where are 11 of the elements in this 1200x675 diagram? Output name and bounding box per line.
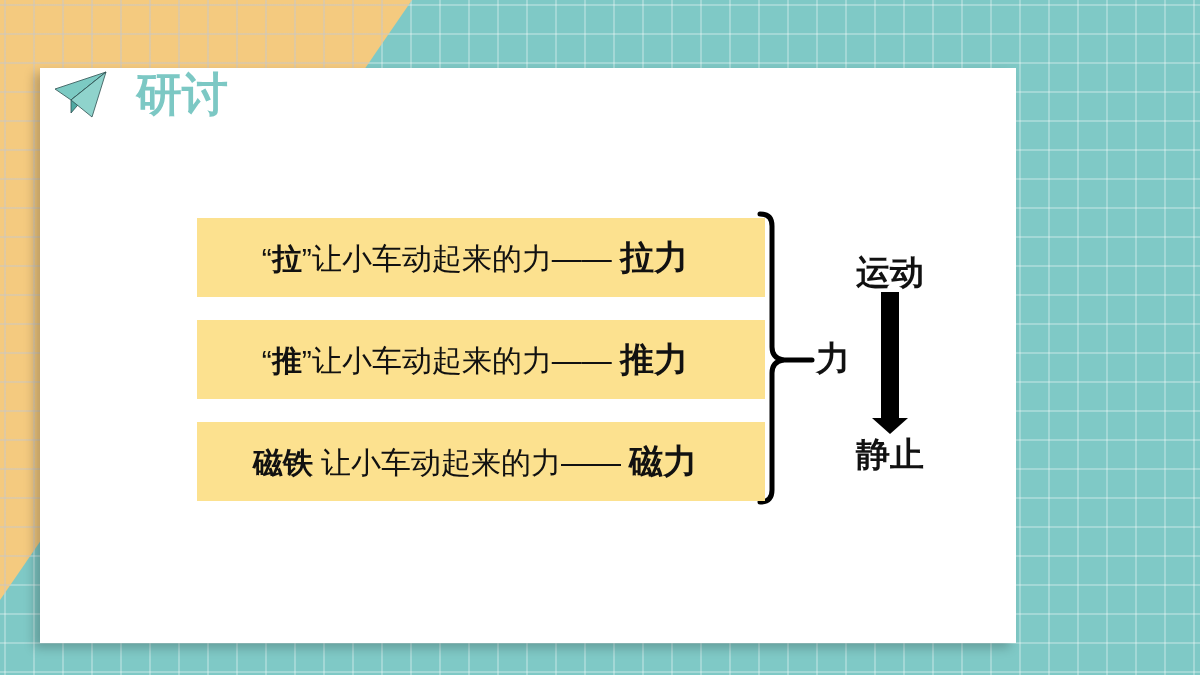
arrow bbox=[872, 292, 908, 434]
band-text: 磁铁 让小车动起来的力—— 磁力 bbox=[252, 440, 698, 482]
bracket-label: 力 bbox=[816, 339, 850, 377]
state-label: 运动 bbox=[855, 253, 925, 291]
slide-title: 研讨 bbox=[136, 68, 228, 120]
text-band bbox=[197, 218, 765, 297]
state-label: 静止 bbox=[855, 435, 925, 473]
band-text: “拉”让小车动起来的力—— 拉力 bbox=[261, 236, 689, 278]
text-band bbox=[197, 422, 765, 501]
text-band bbox=[197, 320, 765, 399]
band-text: “推”让小车动起来的力—— 推力 bbox=[261, 338, 689, 380]
